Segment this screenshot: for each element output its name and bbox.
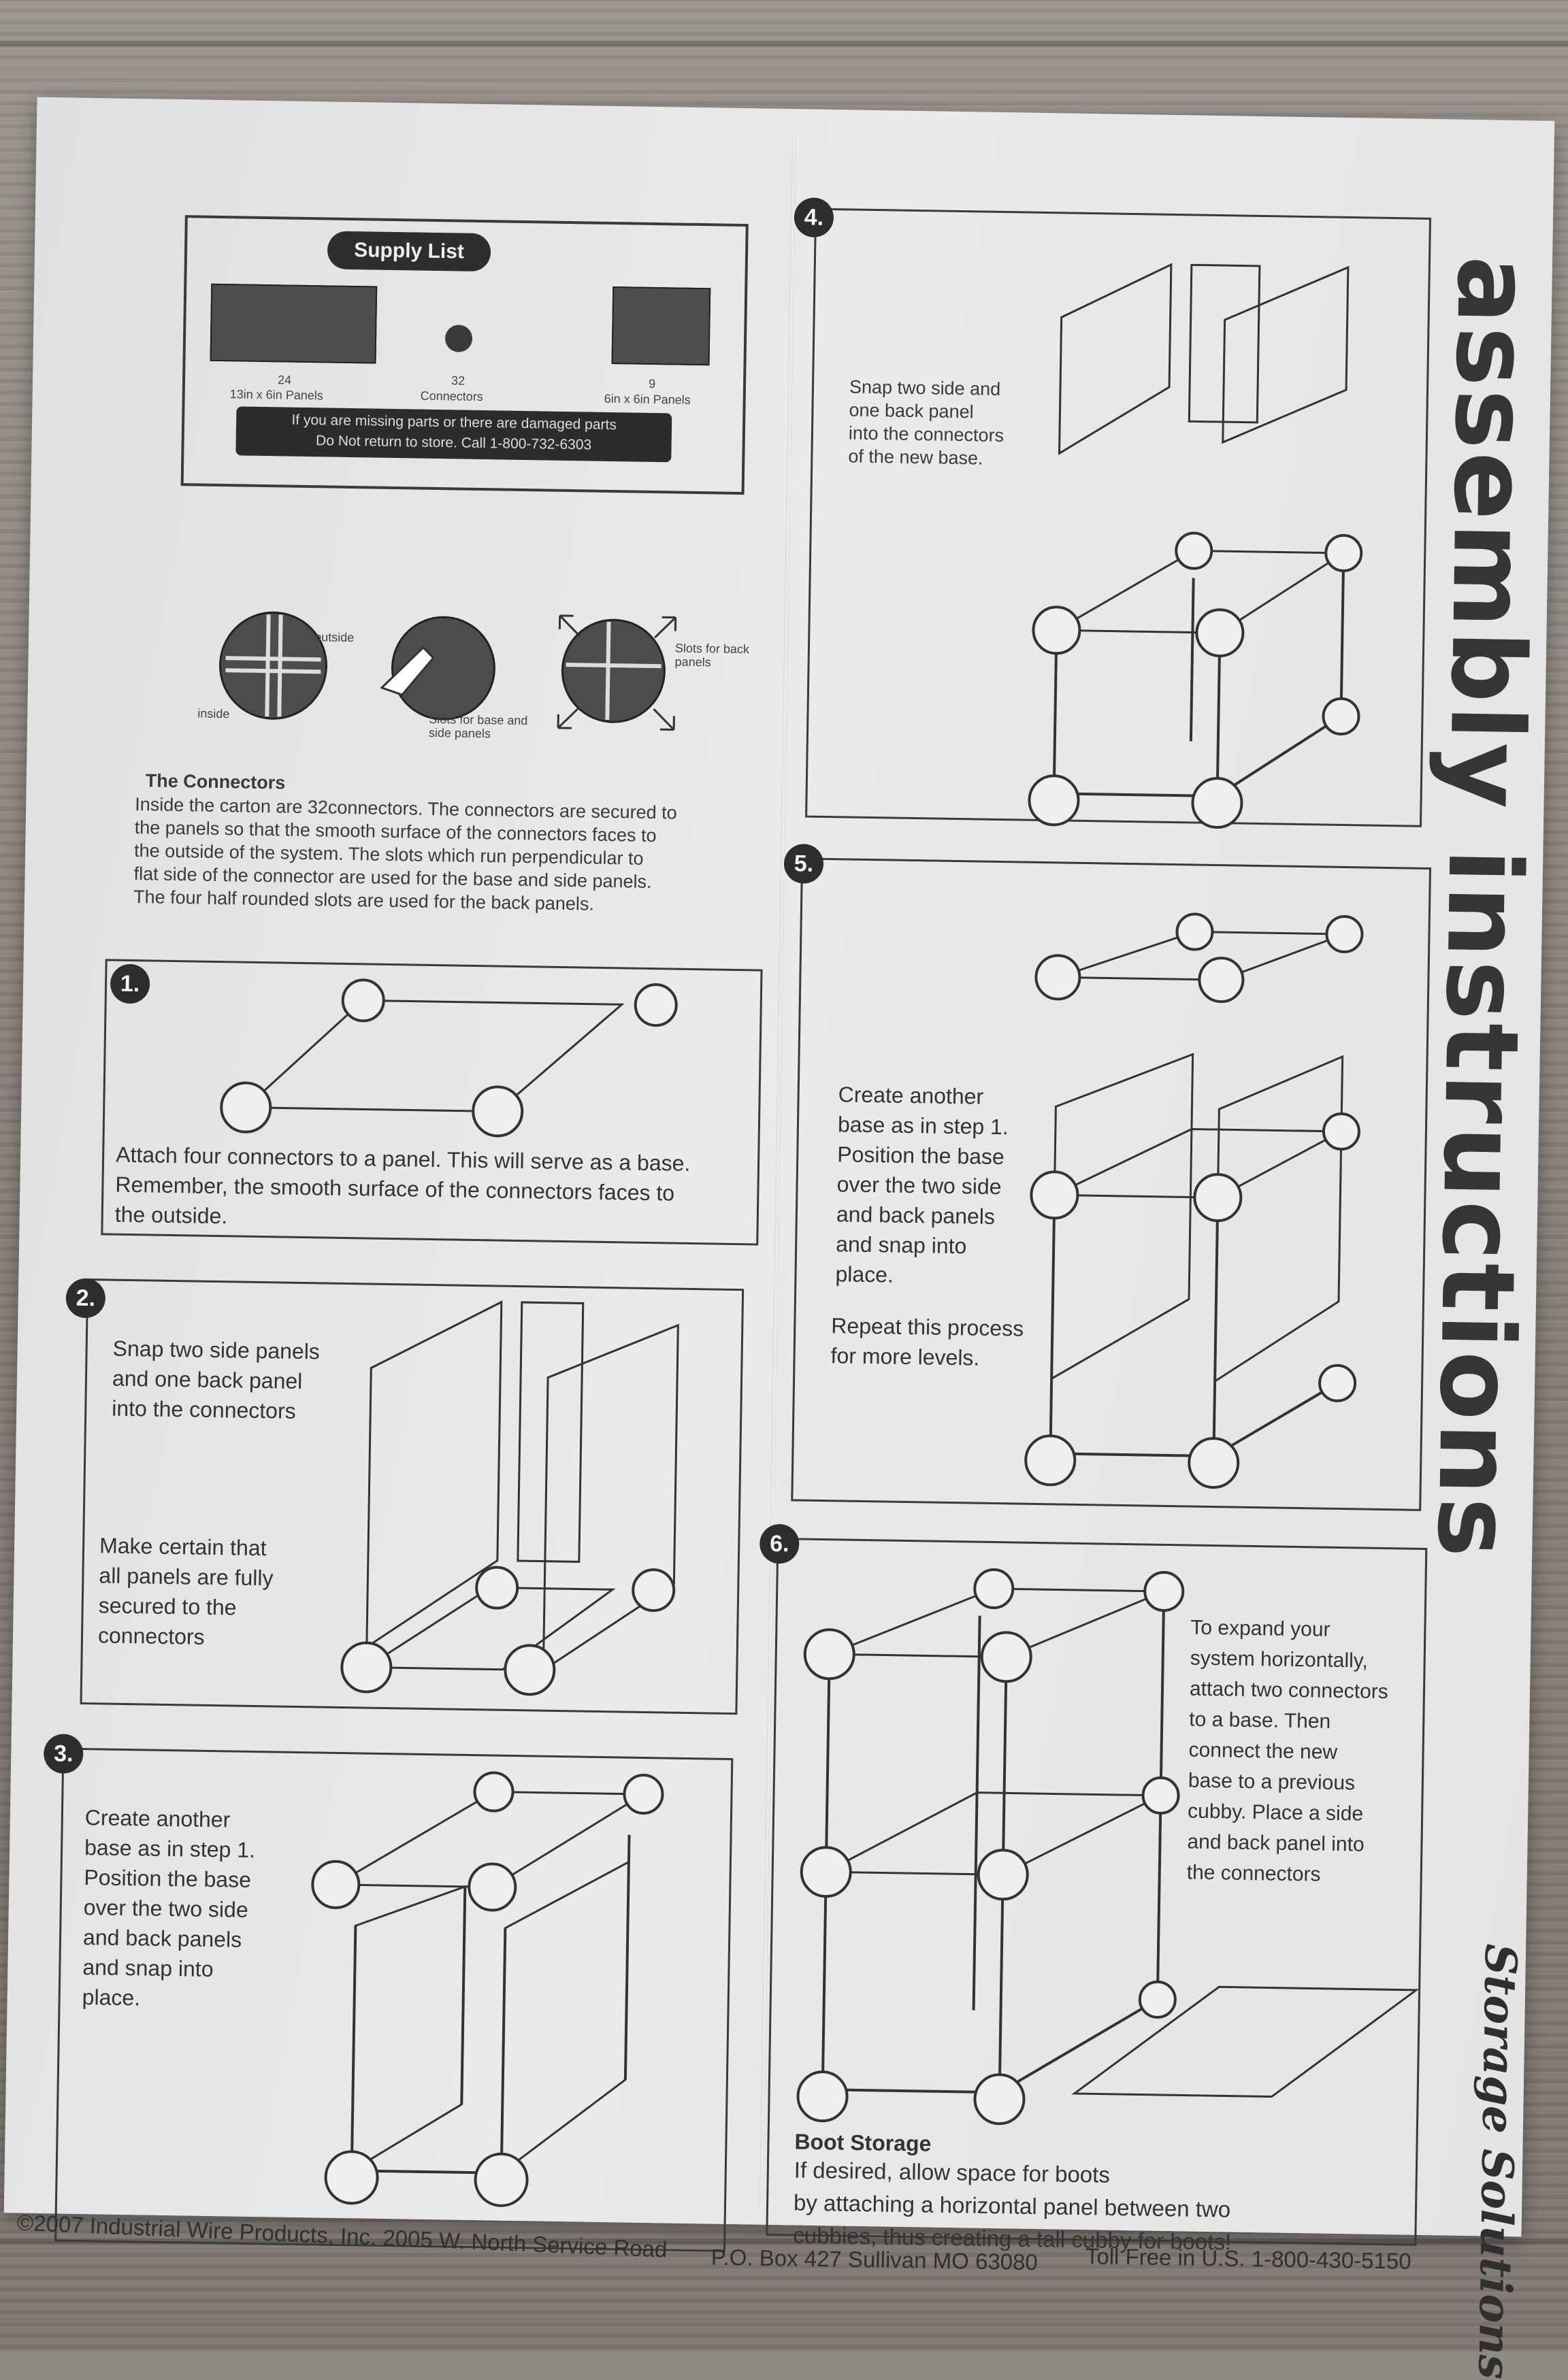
step-1-diagram	[220, 978, 678, 1138]
long-panel-image	[210, 283, 378, 364]
supply-list-title: Supply List	[327, 231, 491, 272]
storage-solutions-logo: Storage Solutions	[1468, 1943, 1526, 2380]
step-5-diagram	[1024, 912, 1364, 1489]
step-5-text: Create another base as in step 1. Positi…	[835, 1082, 1009, 1287]
step-4-diagram	[1028, 263, 1363, 829]
step-5-note: Repeat this process for more levels.	[830, 1313, 1024, 1370]
instruction-sheet: Supply List 24 13in x 6in Panels 32 Conn…	[3, 97, 1555, 2380]
step-2-note: Make certain that all panels are fully s…	[97, 1533, 274, 1649]
missing-parts-warning: If you are missing parts or there are da…	[235, 406, 672, 463]
supply-label: Connectors	[420, 389, 483, 404]
boot-storage-text: If desired, allow space for boots by att…	[793, 2157, 1232, 2255]
footer-tollfree: Toll Free in U.S. 1-800-430-5150	[1085, 2243, 1411, 2274]
outside-label: outside	[314, 630, 355, 645]
slots-back-label: Slots for back panels	[674, 641, 750, 670]
step-6-diagram	[796, 1568, 1420, 2126]
step-3-text: Create another base as in step 1. Positi…	[82, 1805, 256, 2011]
inside-label: inside	[197, 706, 230, 721]
step-2-diagram	[340, 1300, 679, 1696]
connectors-heading: The Connectors	[145, 770, 286, 793]
connectors-description: Inside the carton are 32connectors. The …	[133, 794, 677, 914]
board-seam	[0, 41, 1568, 46]
slots-base-label: Slots for base and side panels	[428, 712, 528, 741]
connector-diagram	[218, 611, 677, 731]
step-2-text: Snap two side panels and one back panel …	[112, 1336, 321, 1423]
step-1-text: Attach four connectors to a panel. This …	[114, 1142, 691, 1229]
step-4-text: Snap two side and one back panel into th…	[848, 376, 1004, 469]
step-3-diagram	[311, 1771, 664, 2207]
supply-label: 13in x 6in Panels	[229, 387, 323, 403]
footer-address: P.O. Box 427 Sullivan MO 63080	[710, 2244, 1039, 2275]
supply-label: 6in x 6in Panels	[604, 391, 691, 407]
square-panel-image	[611, 286, 711, 366]
board-seam	[0, 2238, 1568, 2244]
